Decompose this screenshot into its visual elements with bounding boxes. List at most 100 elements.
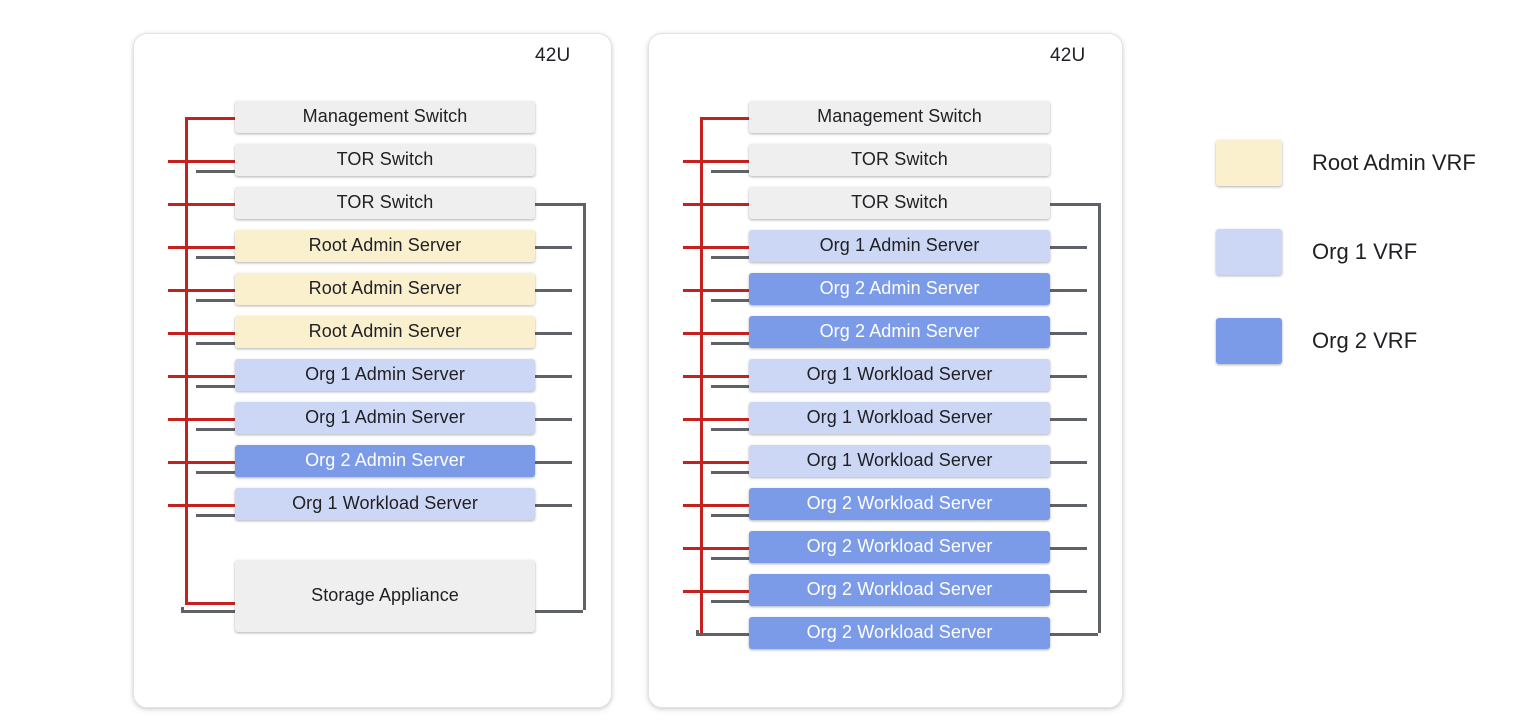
legend-item: Org 1 VRF xyxy=(1216,229,1417,275)
device-label: Org 1 Workload Server xyxy=(292,493,478,514)
device-box[interactable]: Management Switch xyxy=(749,101,1050,133)
device-label: Root Admin Server xyxy=(308,278,462,299)
device-box[interactable]: Org 1 Workload Server xyxy=(749,445,1050,477)
mgmt-wire xyxy=(168,203,235,206)
device-box[interactable]: TOR Switch xyxy=(235,144,535,176)
data-wire-left xyxy=(196,342,235,345)
device-label: TOR Switch xyxy=(336,149,434,170)
data-wire-left xyxy=(196,385,235,388)
legend-swatch-org1-vrf xyxy=(1216,229,1282,275)
device-label: Org 2 Admin Server xyxy=(819,278,980,299)
legend-swatch-org2-vrf xyxy=(1216,318,1282,364)
mgmt-wire xyxy=(683,203,749,206)
data-wire-right xyxy=(1050,246,1087,249)
device-box[interactable]: TOR Switch xyxy=(235,187,535,219)
device-label: Org 2 Admin Server xyxy=(819,321,980,342)
device-label: Org 2 Admin Server xyxy=(305,450,465,471)
mgmt-wire xyxy=(683,375,749,378)
data-bus-bottom-corner xyxy=(696,630,699,633)
data-wire-left xyxy=(196,170,235,173)
data-wire-right xyxy=(535,332,572,335)
device-box[interactable]: Management Switch xyxy=(235,101,535,133)
device-label: Management Switch xyxy=(817,106,982,127)
device-box[interactable]: Org 2 Admin Server xyxy=(749,316,1050,348)
mgmt-wire xyxy=(168,461,235,464)
mgmt-wire xyxy=(683,590,749,593)
data-wire-right xyxy=(535,418,572,421)
device-box[interactable]: Org 1 Workload Server xyxy=(235,488,535,520)
device-label: Root Admin Server xyxy=(308,235,462,256)
data-wire-right xyxy=(1050,504,1087,507)
mgmt-wire xyxy=(168,246,235,249)
device-box[interactable]: Root Admin Server xyxy=(235,316,535,348)
data-bus-bottom-corner xyxy=(181,607,184,610)
device-box[interactable]: Org 2 Workload Server xyxy=(749,617,1050,649)
device-box[interactable]: TOR Switch xyxy=(749,187,1050,219)
device-label: Org 1 Admin Server xyxy=(305,407,465,428)
device-label: Org 1 Workload Server xyxy=(806,407,993,428)
device-label: Org 2 Workload Server xyxy=(806,536,993,557)
mgmt-wire xyxy=(683,547,749,550)
device-box[interactable]: Org 1 Workload Server xyxy=(749,402,1050,434)
mgmt-wire xyxy=(683,504,749,507)
data-bus-tail xyxy=(1050,633,1098,636)
device-box[interactable]: Storage Appliance xyxy=(235,560,535,632)
data-wire-left xyxy=(196,471,235,474)
device-box[interactable]: Org 2 Admin Server xyxy=(749,273,1050,305)
mgmt-wire-bottom xyxy=(185,602,235,605)
data-wire-left xyxy=(196,299,235,302)
data-wire-right xyxy=(1050,289,1087,292)
mgmt-wire xyxy=(683,246,749,249)
device-label: Org 1 Admin Server xyxy=(819,235,980,256)
legend-swatch-root-admin-vrf xyxy=(1216,140,1282,186)
device-box[interactable]: Org 1 Admin Server xyxy=(235,359,535,391)
data-wire-left xyxy=(711,170,749,173)
mgmt-wire xyxy=(168,418,235,421)
device-label: Org 1 Admin Server xyxy=(305,364,465,385)
data-bus-head xyxy=(535,203,583,206)
data-bus-vertical xyxy=(583,203,586,610)
mgmt-wire xyxy=(683,461,749,464)
data-wire-left xyxy=(196,428,235,431)
data-wire-right xyxy=(1050,547,1087,550)
data-wire-left xyxy=(711,299,749,302)
data-wire-right xyxy=(535,246,572,249)
device-box[interactable]: Org 1 Admin Server xyxy=(749,230,1050,262)
device-box[interactable]: Root Admin Server xyxy=(235,230,535,262)
device-box[interactable]: Org 2 Workload Server xyxy=(749,488,1050,520)
device-box[interactable]: Org 2 Admin Server xyxy=(235,445,535,477)
data-wire-right xyxy=(1050,332,1087,335)
mgmt-wire xyxy=(683,418,749,421)
mgmt-wire xyxy=(168,160,235,163)
data-wire-left xyxy=(711,342,749,345)
device-label: Org 2 Workload Server xyxy=(806,579,993,600)
mgmt-bus-vertical xyxy=(185,117,188,602)
data-wire-left xyxy=(711,256,749,259)
device-label: TOR Switch xyxy=(851,192,948,213)
data-wire-left xyxy=(711,557,749,560)
device-box[interactable]: Org 1 Admin Server xyxy=(235,402,535,434)
device-box[interactable]: Org 2 Workload Server xyxy=(749,574,1050,606)
device-box[interactable]: TOR Switch xyxy=(749,144,1050,176)
data-wire-right xyxy=(1050,590,1087,593)
mgmt-wire xyxy=(168,504,235,507)
data-wire-right xyxy=(1050,375,1087,378)
legend-label: Org 1 VRF xyxy=(1312,239,1418,264)
device-box[interactable]: Org 1 Workload Server xyxy=(749,359,1050,391)
device-box[interactable]: Root Admin Server xyxy=(235,273,535,305)
device-label: Storage Appliance xyxy=(311,585,459,606)
mgmt-wire-top xyxy=(700,117,749,120)
device-box[interactable]: Org 2 Workload Server xyxy=(749,531,1050,563)
device-label: Org 1 Workload Server xyxy=(806,450,993,471)
data-wire-left xyxy=(711,600,749,603)
mgmt-wire xyxy=(683,289,749,292)
legend-label: Org 2 VRF xyxy=(1312,328,1418,353)
data-wire-right xyxy=(535,375,572,378)
mgmt-wire xyxy=(168,375,235,378)
data-wire-left xyxy=(711,514,749,517)
data-wire-left xyxy=(711,385,749,388)
data-bus-tail xyxy=(535,610,583,613)
data-wire-right xyxy=(1050,418,1087,421)
